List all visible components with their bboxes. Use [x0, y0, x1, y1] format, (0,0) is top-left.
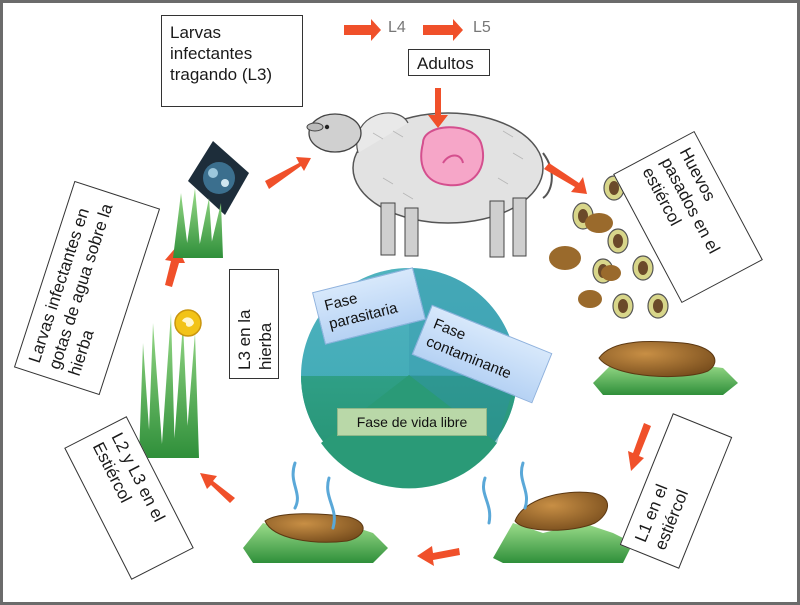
- grass-bottom-right: [493, 523, 633, 563]
- label-text: L3 en la hierba: [235, 309, 275, 371]
- label-text: Huevos pasados en el estiércol: [638, 144, 724, 257]
- sheep-wool-texture: [372, 130, 524, 200]
- arrow-to-stomach: [428, 88, 448, 128]
- stage-l5: L5: [473, 19, 491, 36]
- label-text: Adultos: [417, 54, 474, 73]
- label-text: L1 en el estiércol: [631, 481, 693, 553]
- larva-micrograph: [188, 141, 249, 215]
- arrow-to-sheep: [265, 157, 311, 189]
- arrow-to-l4: [344, 19, 381, 41]
- stage-l4: L4: [388, 19, 406, 36]
- eggs-cluster: [549, 175, 669, 319]
- arrow-to-l2l3: [200, 473, 235, 503]
- dung-bottom-right: [514, 491, 608, 531]
- label-l3-grass: L3 en la hierba: [229, 269, 279, 379]
- cycle-arrows: [165, 19, 651, 566]
- arrow-to-dung-pat: [417, 546, 460, 566]
- arrow-to-l1: [628, 423, 651, 471]
- grass-left: [139, 313, 199, 458]
- larva-droplet: [174, 309, 202, 337]
- dung-pats: [264, 341, 716, 543]
- phase-free-living: Fase de vida libre: [337, 408, 487, 436]
- label-text: Larvas infectantes tragando (L3): [170, 23, 273, 84]
- phase-text: Fase de vida libre: [356, 414, 468, 430]
- label-l3-swallowed: Larvas infectantes tragando (L3): [161, 15, 303, 107]
- arrow-to-eggs: [544, 163, 587, 194]
- label-adults: Adultos: [408, 49, 490, 76]
- phase-text: Fase parasitaria: [322, 289, 400, 333]
- grass-top-left: [173, 188, 223, 258]
- larva-trails: [291, 461, 528, 530]
- dung-right: [598, 341, 716, 378]
- grass-tufts: [139, 188, 738, 563]
- dung-bottom-left: [264, 513, 364, 543]
- sheep-illustration: [306, 112, 553, 258]
- arrow-to-l5: [423, 19, 463, 41]
